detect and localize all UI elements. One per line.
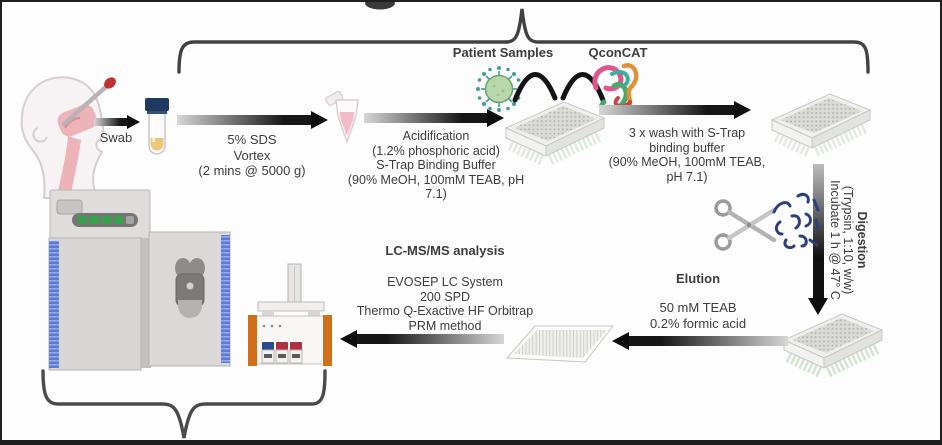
- top-brace-tip-blob: [365, 2, 395, 10]
- well-plate-3-icon: [782, 313, 884, 378]
- microcentrifuge-tube-icon: [325, 90, 359, 145]
- swab-arrow: [94, 113, 140, 131]
- scissors-icon: [714, 199, 777, 251]
- lysis-arrow: [177, 111, 328, 129]
- patient-samples-label: Patient Samples: [452, 45, 554, 60]
- wash-arrow: [599, 101, 751, 119]
- collection-tube-icon: [145, 98, 169, 155]
- digestion-step-text: Digestion (Trypsin, 1:10, w/w) Incubate …: [828, 180, 869, 300]
- lcms-arrow: [340, 330, 504, 348]
- mass-spectrometer-icon: [48, 189, 231, 371]
- bottom-brace: [41, 369, 327, 439]
- swab-label: Swab: [99, 130, 133, 145]
- qconcat-label: QconCAT: [588, 45, 648, 60]
- well-plate-4-icon: [505, 325, 615, 363]
- top-brace: [177, 8, 870, 74]
- elution-step-text: 50 mM TEAB 0.2% formic acid: [649, 300, 747, 331]
- lcms-title: LC-MS/MS analysis: [385, 243, 505, 258]
- elution-arrow: [612, 332, 788, 350]
- acidification-step-text: Acidification (1.2% phosphoric acid) S-T…: [347, 129, 525, 201]
- person-swab-icon: [20, 76, 116, 199]
- transfer-arcs: [512, 72, 606, 103]
- well-plate-1-icon: [504, 101, 606, 166]
- curved-transfer-arrow-right-icon: [560, 72, 606, 103]
- peptide-fragments-icon: [772, 192, 820, 250]
- digestion-arrow: [808, 164, 828, 315]
- lysis-step-text: 5% SDS Vortex (2 mins @ 5000 g): [198, 132, 306, 178]
- well-plate-2-icon: [770, 93, 872, 158]
- wash-step-text: 3 x wash with S-Trap binding buffer (90%…: [608, 126, 766, 184]
- evosep-lc-icon: [248, 263, 332, 366]
- curved-transfer-arrow-left-icon: [512, 72, 558, 103]
- lcms-step-text: EVOSEP LC System 200 SPD Thermo Q-Exacti…: [356, 275, 534, 333]
- acidification-arrow: [364, 109, 504, 127]
- elution-title: Elution: [675, 271, 721, 286]
